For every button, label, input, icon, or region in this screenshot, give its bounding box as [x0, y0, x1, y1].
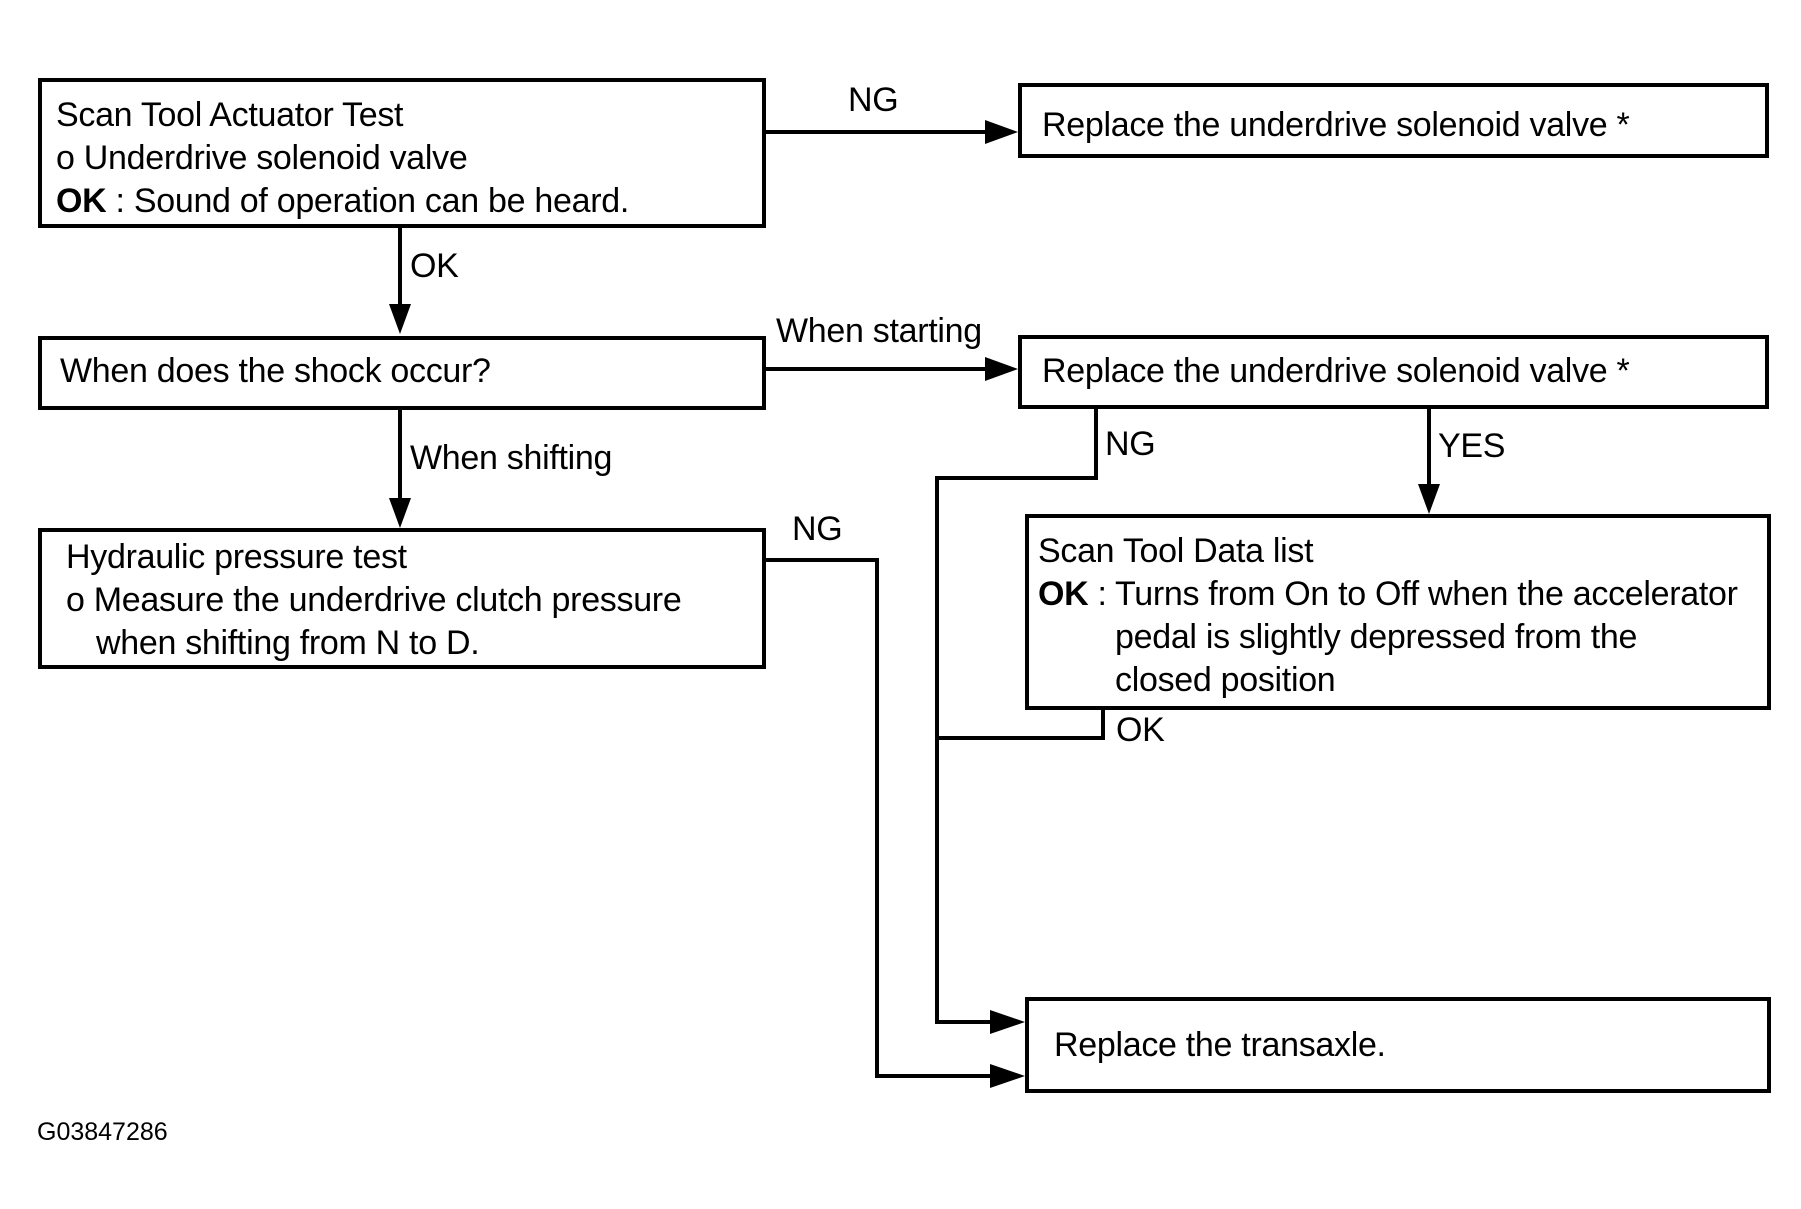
connector-solenoid-ng — [935, 407, 1098, 1024]
edge-label-solenoid-ng: NG — [1105, 425, 1156, 463]
actuator-test-ok-criterion: OK : Sound of operation can be heard. — [56, 180, 762, 223]
edge-label-data-list-ok: OK — [1116, 711, 1165, 749]
arrowhead-when-shifting — [389, 498, 411, 528]
replace-solenoid-top-box: Replace the underdrive solenoid valve * — [1018, 83, 1769, 158]
edge-label-hydraulic-ng: NG — [792, 510, 843, 548]
actuator-test-title: Scan Tool Actuator Test — [56, 96, 404, 134]
ok-key: OK — [56, 182, 107, 220]
hydraulic-test-bullet: o Measure the underdrive clutch pressure — [66, 581, 682, 619]
data-list-ok-line: Turns from On to Off when the accelerato… — [1115, 575, 1738, 613]
arrowhead-actuator-ng — [985, 120, 1018, 144]
replace-transaxle-text: Replace the transaxle. — [1054, 1026, 1386, 1064]
arrowhead-hydraulic-ng — [990, 1064, 1025, 1088]
actuator-test-bullet: o Underdrive solenoid valve — [56, 139, 468, 177]
data-list-box: Scan Tool Data list OK : Turns from On t… — [1025, 514, 1771, 710]
hydraulic-test-box: Hydraulic pressure test o Measure the un… — [38, 528, 766, 669]
arrowhead-actuator-ok — [389, 304, 411, 334]
replace-solenoid-top-text: Replace the underdrive solenoid valve * — [1042, 106, 1630, 144]
edge-label-actuator-ok: OK — [410, 247, 459, 285]
replace-transaxle-box: Replace the transaxle. — [1025, 997, 1771, 1093]
figure-code: G03847286 — [37, 1118, 168, 1146]
arrowhead-solenoid-ng — [990, 1010, 1025, 1034]
connector-hydraulic-ng — [765, 558, 990, 1078]
edge-label-when-shifting: When shifting — [410, 439, 613, 477]
data-list-ok-line: pedal is slightly depressed from the — [1115, 618, 1638, 656]
data-list-title: Scan Tool Data list — [1038, 532, 1314, 570]
edge-label-actuator-ng: NG — [848, 81, 899, 119]
hydraulic-test-title: Hydraulic pressure test — [66, 538, 407, 576]
shock-question-text: When does the shock occur? — [60, 352, 491, 390]
ok-criterion-text: : Sound of operation can be heard. — [106, 182, 630, 220]
data-list-ok-line: closed position — [1115, 661, 1336, 699]
edge-label-solenoid-yes: YES — [1438, 427, 1506, 465]
actuator-test-box: Scan Tool Actuator Test o Underdrive sol… — [38, 78, 766, 228]
edge-label-when-starting: When starting — [776, 312, 982, 350]
connector-data-list-ok — [937, 707, 1105, 740]
ok-separator: : — [1088, 575, 1107, 613]
arrowhead-when-starting — [985, 357, 1018, 381]
data-list-ok-row: OK : Turns from On to Off when the accel… — [1038, 573, 1767, 702]
hydraulic-test-bullet-continued: when shifting from N to D. — [96, 624, 480, 662]
shock-question-box: When does the shock occur? — [38, 336, 766, 410]
data-list-ok-criterion: Turns from On to Off when the accelerato… — [1115, 573, 1738, 702]
replace-solenoid-mid-text: Replace the underdrive solenoid valve * — [1042, 352, 1630, 390]
arrowhead-solenoid-yes — [1418, 484, 1440, 514]
replace-solenoid-mid-box: Replace the underdrive solenoid valve * — [1018, 335, 1769, 409]
data-list-ok-label: OK : — [1038, 573, 1115, 702]
ok-key: OK — [1038, 575, 1089, 613]
